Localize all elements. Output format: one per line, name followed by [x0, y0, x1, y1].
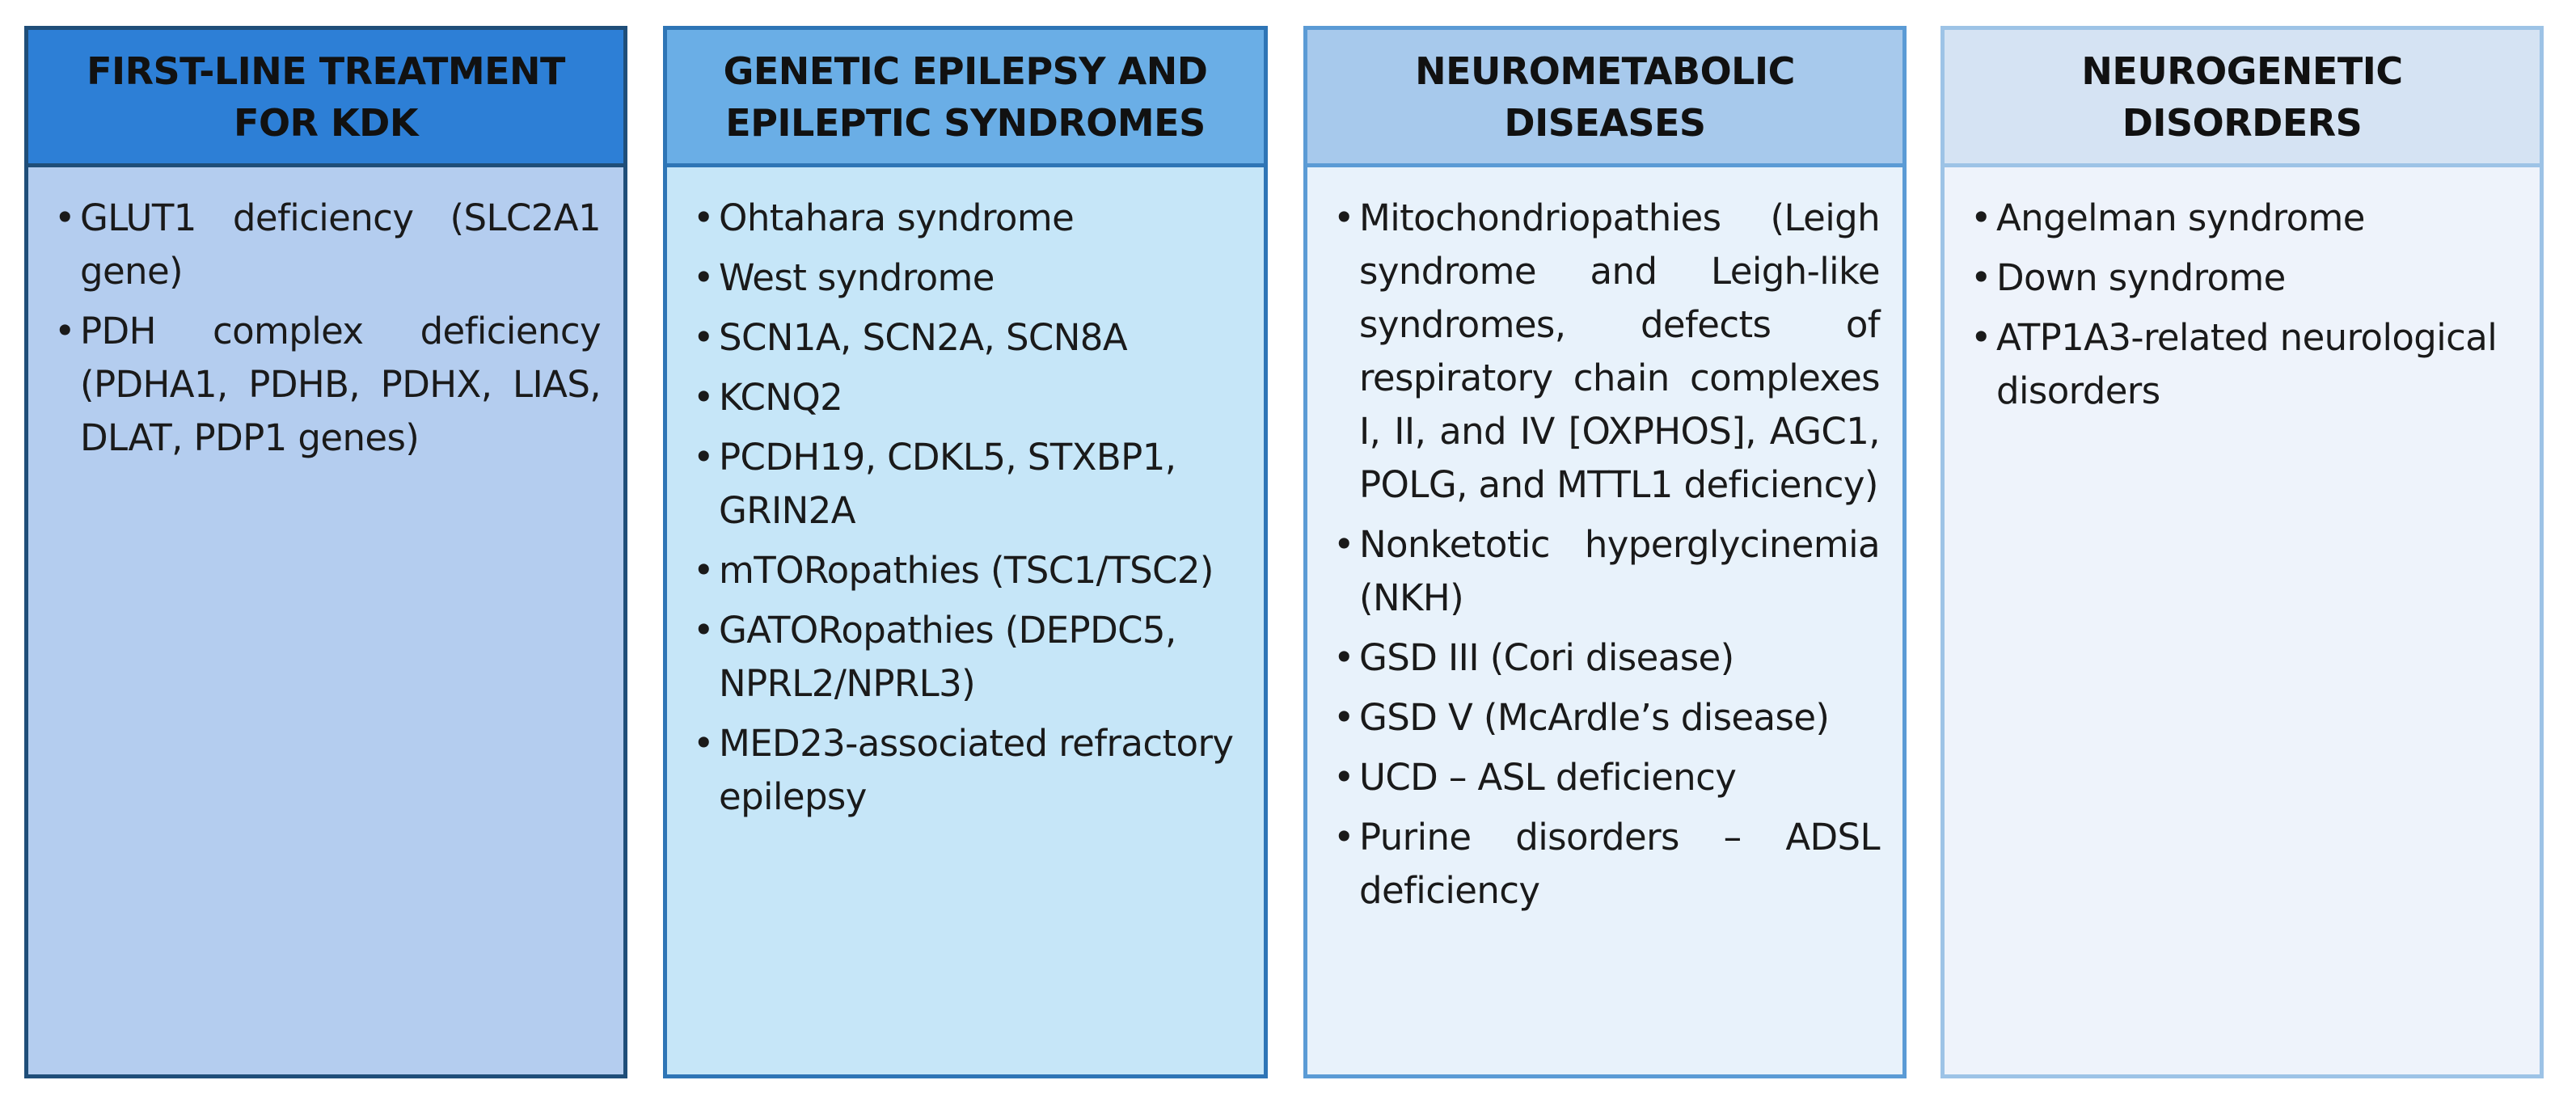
list-item: •PCDH19, CDKL5, STXBP1, GRIN2A: [690, 431, 1241, 538]
bullet-icon: •: [1970, 316, 1992, 359]
item-text: GLUT1 deficiency (SLC2A1 gene): [80, 196, 602, 293]
item-text: West syndrome: [719, 256, 995, 299]
bullet-icon: •: [693, 256, 715, 299]
bullet-icon: •: [1333, 196, 1355, 239]
item-list: •Angelman syndrome •Down syndrome •ATP1A…: [1945, 167, 2540, 418]
list-item: •Mitochondriopathies (Leigh syndrome and…: [1330, 192, 1881, 512]
list-item: •GATORopathies (DEPDC5, NPRL2/NPRL3): [690, 604, 1241, 711]
item-text: MED23-associated refractory epilepsy: [719, 722, 1234, 818]
bullet-icon: •: [54, 310, 76, 352]
item-text: UCD – ASL deficiency: [1359, 756, 1737, 799]
list-item: •Angelman syndrome: [1967, 192, 2517, 245]
item-text: PCDH19, CDKL5, STXBP1, GRIN2A: [719, 436, 1176, 532]
item-text: Mitochondriopathies (Leigh syndrome and …: [1359, 196, 1881, 506]
bullet-icon: •: [693, 436, 715, 479]
list-item: •GSD V (McArdle’s disease): [1330, 691, 1880, 745]
item-list: •Ohtahara syndrome •West syndrome •SCN1A…: [667, 167, 1264, 824]
bullet-icon: •: [693, 722, 715, 765]
item-list: •Mitochondriopathies (Leigh syndrome and…: [1307, 167, 1902, 918]
list-item: •West syndrome: [690, 251, 1241, 305]
bullet-icon: •: [693, 549, 715, 592]
item-text: SCN1A, SCN2A, SCN8A: [719, 316, 1128, 359]
bullet-icon: •: [693, 609, 715, 652]
item-text: Angelman syndrome: [1996, 196, 2365, 239]
list-item: •KCNQ2: [690, 371, 1241, 424]
bullet-icon: •: [1333, 756, 1355, 799]
column-title: NEUROMETABOLIC DISEASES: [1415, 49, 1795, 145]
bullet-icon: •: [1333, 636, 1355, 679]
item-text: GSD III (Cori disease): [1359, 636, 1734, 679]
item-text: Ohtahara syndrome: [719, 196, 1075, 239]
bullet-icon: •: [1970, 256, 1992, 299]
column-title: NEUROGENETIC DISORDERS: [2081, 49, 2403, 145]
item-text: Nonketotic hyperglycinemia (NKH): [1359, 523, 1881, 619]
item-list: •GLUT1 deficiency (SLC2A1 gene) •PDH com…: [28, 167, 623, 465]
bullet-icon: •: [1333, 816, 1355, 859]
item-text: Down syndrome: [1996, 256, 2286, 299]
list-item: •UCD – ASL deficiency: [1330, 751, 1880, 804]
list-item: •Nonketotic hyperglycinemia (NKH): [1330, 518, 1881, 625]
column-neurogenetic-disorders: NEUROGENETIC DISORDERS •Angelman syndrom…: [1940, 26, 2544, 1078]
column-header: GENETIC EPILEPSY AND EPILEPTIC SYNDROMES: [667, 30, 1264, 167]
column-header: NEUROMETABOLIC DISEASES: [1307, 30, 1902, 167]
column-first-line-treatment: FIRST-LINE TREATMENT FOR KDK •GLUT1 defi…: [24, 26, 627, 1078]
item-text: KCNQ2: [719, 376, 843, 419]
column-header: FIRST-LINE TREATMENT FOR KDK: [28, 30, 623, 167]
column-title: FIRST-LINE TREATMENT FOR KDK: [87, 49, 565, 145]
item-text: PDH complex deficiency (PDHA1, PDHB, PDH…: [80, 310, 602, 459]
list-item: •SCN1A, SCN2A, SCN8A: [690, 311, 1241, 365]
list-item: •PDH complex deficiency (PDHA1, PDHB, PD…: [51, 305, 602, 465]
item-text: GSD V (McArdle’s disease): [1359, 696, 1830, 739]
list-item: •ATP1A3-related neurological disorders: [1967, 311, 2517, 418]
bullet-icon: •: [1333, 523, 1355, 566]
list-item: •MED23-associated refractory epilepsy: [690, 717, 1241, 824]
item-text: mTORopathies (TSC1/TSC2): [719, 549, 1214, 592]
column-header: NEUROGENETIC DISORDERS: [1945, 30, 2540, 167]
list-item: •Ohtahara syndrome: [690, 192, 1241, 245]
bullet-icon: •: [1333, 696, 1355, 739]
list-item: •Purine disorders – ADSL deficiency: [1330, 811, 1881, 918]
list-item: •GLUT1 deficiency (SLC2A1 gene): [51, 192, 602, 298]
item-text: ATP1A3-related neurological disorders: [1996, 316, 2498, 412]
list-item: •mTORopathies (TSC1/TSC2): [690, 544, 1241, 597]
list-item: •GSD III (Cori disease): [1330, 631, 1880, 685]
bullet-icon: •: [1970, 196, 1992, 239]
item-text: Purine disorders – ADSL deficiency: [1359, 816, 1881, 912]
column-genetic-epilepsy: GENETIC EPILEPSY AND EPILEPTIC SYNDROMES…: [663, 26, 1268, 1078]
bullet-icon: •: [54, 196, 76, 239]
column-neurometabolic-diseases: NEUROMETABOLIC DISEASES •Mitochondriopat…: [1303, 26, 1907, 1078]
bullet-icon: •: [693, 196, 715, 239]
bullet-icon: •: [693, 316, 715, 359]
bullet-icon: •: [693, 376, 715, 419]
list-item: •Down syndrome: [1967, 251, 2517, 305]
item-text: GATORopathies (DEPDC5, NPRL2/NPRL3): [719, 609, 1176, 705]
column-title: GENETIC EPILEPSY AND EPILEPTIC SYNDROMES: [723, 49, 1208, 145]
